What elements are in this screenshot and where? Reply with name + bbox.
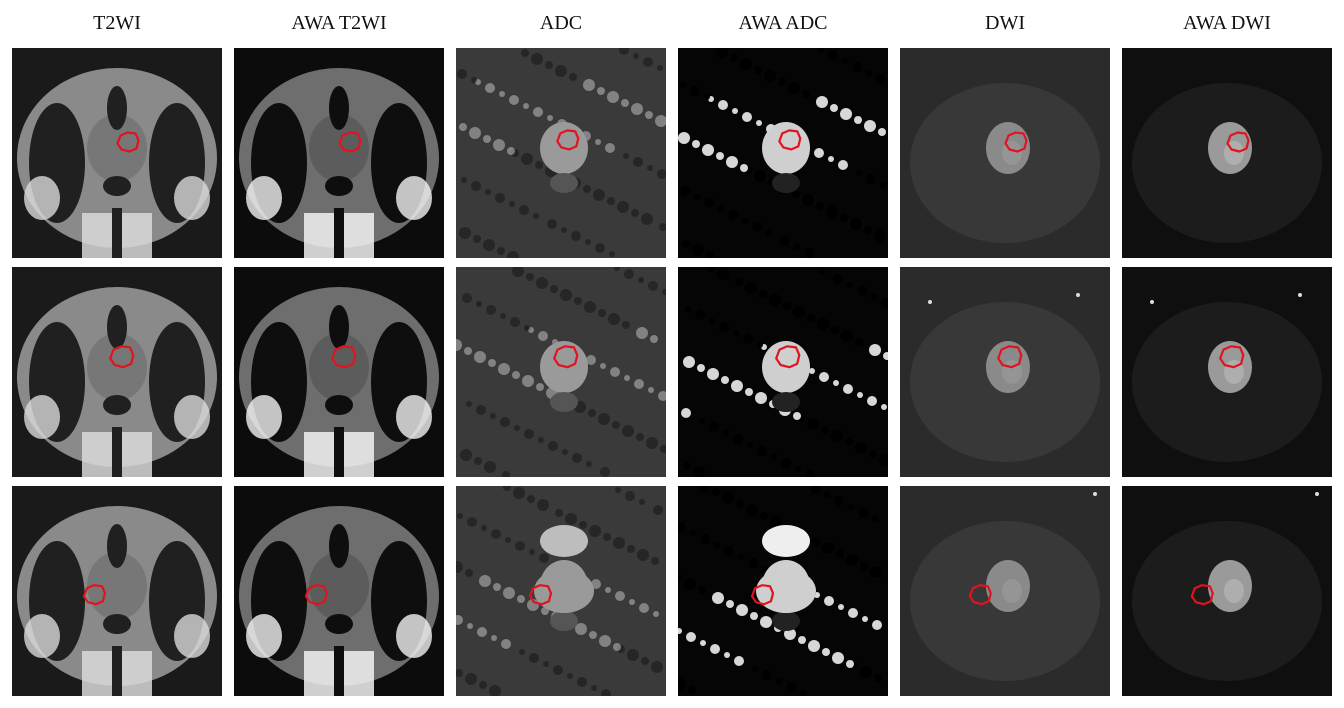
mri-image — [456, 486, 666, 696]
mri-image — [1122, 48, 1332, 258]
mri-tile-awa-adc-row-1 — [678, 48, 888, 258]
lesion-contour — [1219, 345, 1245, 369]
mri-image — [12, 48, 222, 258]
mri-image — [678, 267, 888, 477]
mri-image — [1122, 267, 1332, 477]
mri-tile-adc-row-2 — [456, 267, 666, 477]
lesion-contour — [968, 584, 992, 606]
lesion-contour — [82, 584, 106, 606]
lesion-contour — [556, 129, 580, 151]
mri-tile-t2wi-row-2 — [12, 267, 222, 477]
mri-image — [1122, 486, 1332, 696]
mri-image — [234, 267, 444, 477]
mri-image — [900, 267, 1110, 477]
lesion-contour — [1004, 131, 1028, 153]
column-header-dwi: DWI — [985, 12, 1025, 34]
column-header-awa-t2wi: AWA T2WI — [291, 12, 387, 34]
lesion-contour — [304, 584, 328, 606]
lesion-contour — [775, 345, 801, 369]
lesion-contour — [1226, 131, 1250, 153]
mri-tile-t2wi-row-1 — [12, 48, 222, 258]
column-header-adc: ADC — [539, 12, 583, 34]
lesion-contour — [778, 129, 802, 151]
mri-tile-awa-t2wi-row-1 — [234, 48, 444, 258]
mri-image — [456, 267, 666, 477]
lesion-contour — [338, 131, 362, 153]
mri-image — [12, 267, 222, 477]
mri-tile-awa-dwi-row-1 — [1122, 48, 1332, 258]
mri-image — [678, 48, 888, 258]
column-header-awa-dwi: AWA DWI — [1183, 12, 1271, 34]
mri-tile-adc-row-3 — [456, 486, 666, 696]
lesion-contour — [750, 584, 775, 606]
column-header-awa-adc: AWA ADC — [738, 12, 828, 34]
mri-image — [678, 486, 888, 696]
lesion-contour — [528, 584, 553, 606]
mri-image — [456, 48, 666, 258]
mri-tile-awa-t2wi-row-3 — [234, 486, 444, 696]
mri-tile-awa-dwi-row-2 — [1122, 267, 1332, 477]
mri-tile-awa-adc-row-2 — [678, 267, 888, 477]
mri-image — [234, 486, 444, 696]
mri-tile-t2wi-row-3 — [12, 486, 222, 696]
mri-image — [900, 486, 1110, 696]
column-header-t2wi: T2WI — [93, 12, 141, 34]
mri-tile-adc-row-1 — [456, 48, 666, 258]
mri-tile-awa-t2wi-row-2 — [234, 267, 444, 477]
mri-tile-dwi-row-3 — [900, 486, 1110, 696]
lesion-contour — [997, 345, 1023, 369]
lesion-contour — [553, 345, 579, 369]
mri-tile-awa-dwi-row-3 — [1122, 486, 1332, 696]
lesion-contour — [331, 345, 357, 369]
lesion-contour — [1190, 584, 1214, 606]
mri-tile-awa-adc-row-3 — [678, 486, 888, 696]
mri-image — [12, 486, 222, 696]
lesion-contour — [116, 131, 140, 153]
mri-image — [900, 48, 1110, 258]
mri-tile-dwi-row-2 — [900, 267, 1110, 477]
mri-image — [234, 48, 444, 258]
mri-tile-dwi-row-1 — [900, 48, 1110, 258]
lesion-contour — [109, 345, 135, 369]
